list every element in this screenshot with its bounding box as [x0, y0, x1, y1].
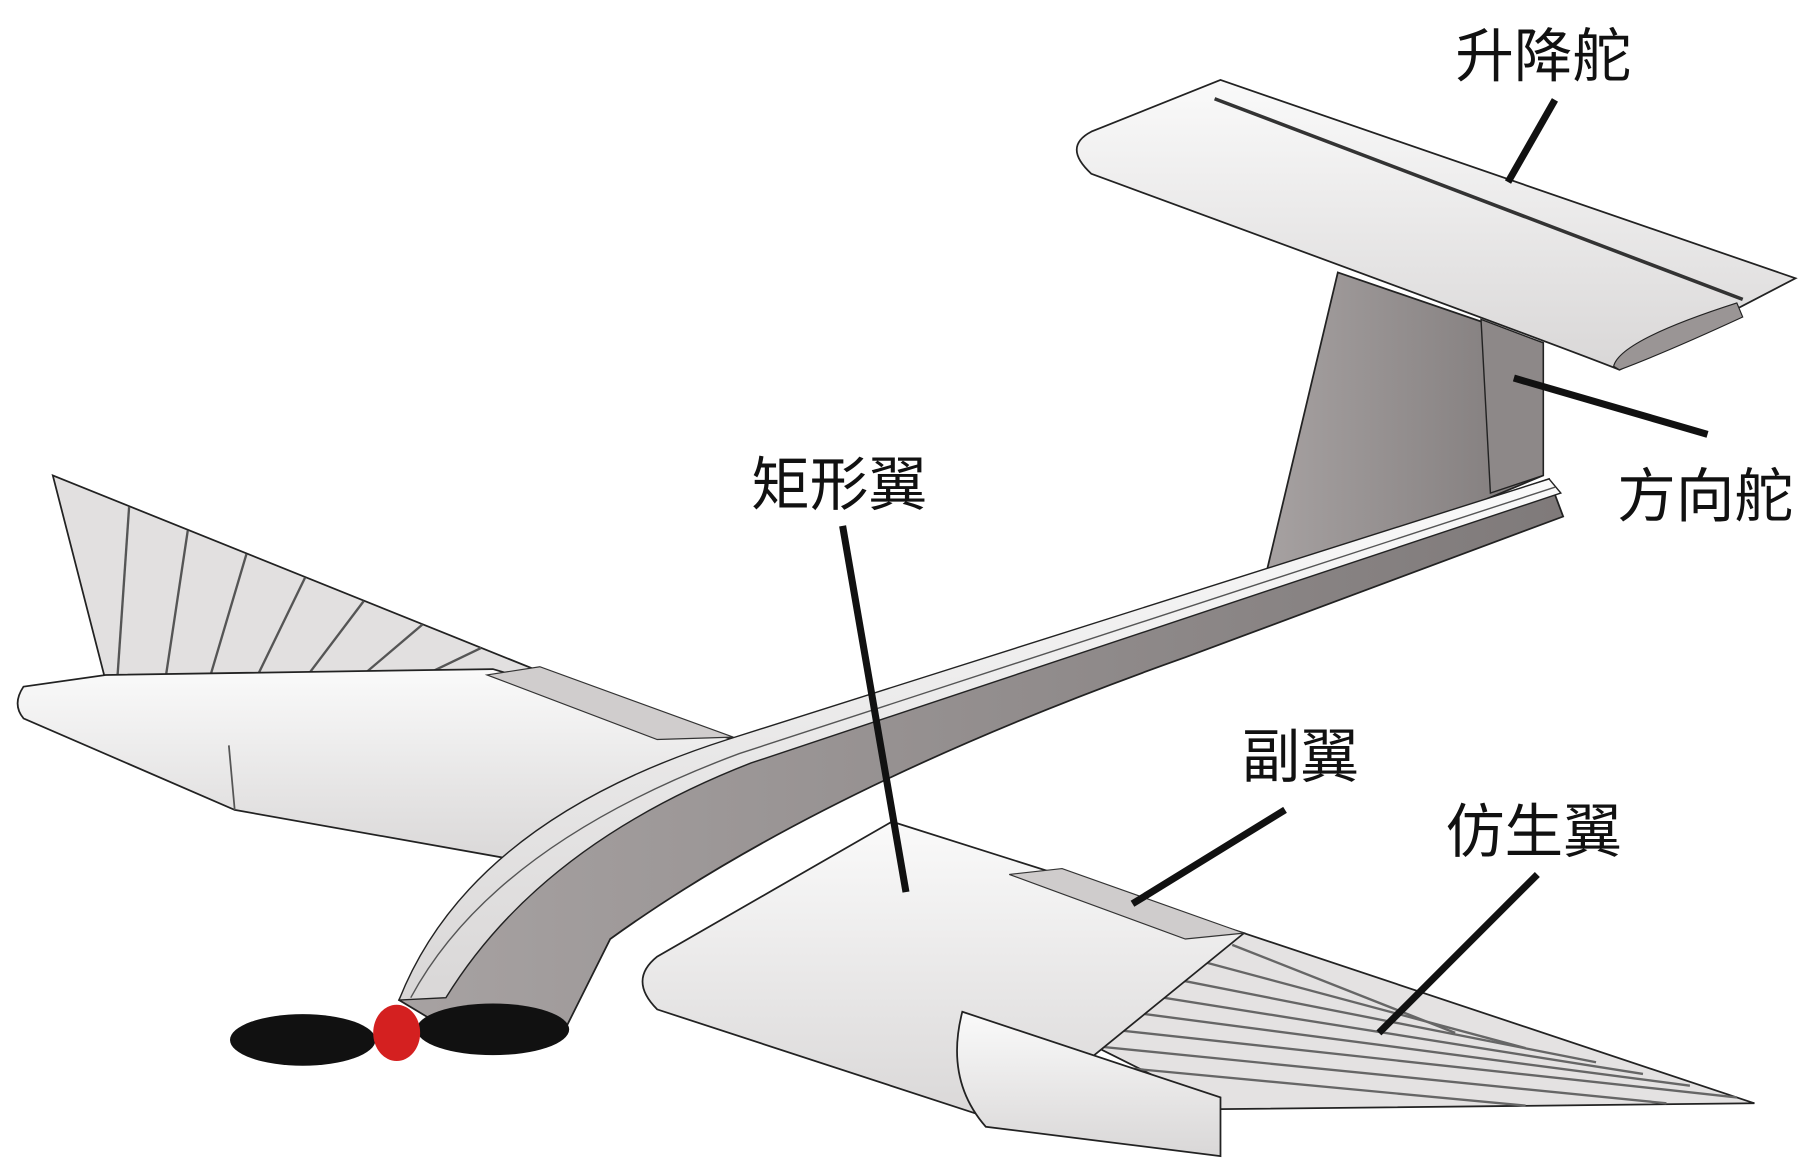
- left-wing: [16, 666, 736, 868]
- aileron-leader: [1130, 806, 1287, 907]
- rectangular-wing-leader: [839, 525, 910, 893]
- right-bionic-wing: [1042, 932, 1755, 1111]
- propeller: [230, 1003, 570, 1066]
- rudder-surface: [1480, 318, 1544, 495]
- leader-lines: [839, 98, 1709, 1036]
- bionic-wing-leader: [1376, 871, 1540, 1036]
- label-aileron: 副翼: [1242, 723, 1359, 791]
- spinner: [373, 1004, 421, 1062]
- horizontal-tail: [1075, 79, 1798, 371]
- rudder-leader: [1512, 374, 1709, 438]
- label-elevator: 升降舵: [1455, 22, 1631, 90]
- label-rectangular-wing: 矩形翼: [751, 451, 927, 519]
- elevator-leader: [1504, 98, 1559, 184]
- fuselage: [397, 477, 1565, 1037]
- elevator-hinge-line: [1213, 97, 1744, 302]
- label-rudder: 方向舵: [1617, 463, 1793, 531]
- aileron-surface: [1009, 867, 1245, 940]
- right-wing: [641, 820, 1246, 1158]
- label-bionic-wing: 仿生翼: [1446, 798, 1622, 866]
